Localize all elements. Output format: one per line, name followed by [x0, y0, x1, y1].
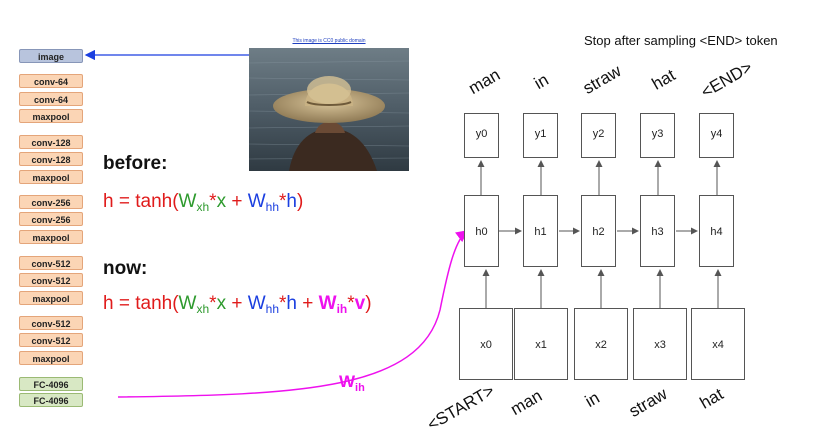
cnn-layer: conv-64 — [19, 92, 83, 106]
cnn-layer: maxpool — [19, 291, 83, 305]
fc-layer: FC-4096 — [19, 393, 83, 407]
cnn-image-box: image — [19, 49, 83, 63]
fc-layer: FC-4096 — [19, 377, 83, 391]
cnn-layer: conv-512 — [19, 273, 83, 287]
before-label: before: — [103, 153, 168, 174]
output-node: y0 — [464, 113, 499, 158]
cnn-layer: conv-64 — [19, 74, 83, 88]
cnn-layer: maxpool — [19, 170, 83, 184]
wih-label-sub: ih — [355, 382, 365, 394]
cnn-layer: conv-128 — [19, 152, 83, 166]
hidden-node: h0 — [464, 195, 499, 267]
output-node: y4 — [699, 113, 734, 158]
hidden-node: h3 — [640, 195, 675, 267]
photo-credit-link[interactable]: This image is CC0 public domain — [292, 38, 366, 44]
cnn-layer: maxpool — [19, 109, 83, 123]
cnn-layer: conv-128 — [19, 135, 83, 149]
wih-arrow — [117, 230, 469, 398]
output-node: y1 — [523, 113, 558, 158]
cnn-layer: maxpool — [19, 351, 83, 365]
now-label: now: — [103, 258, 148, 279]
hidden-node: h1 — [523, 195, 558, 267]
cnn-layer: conv-512 — [19, 333, 83, 347]
input-node: x0 — [459, 308, 513, 380]
before-equation: h = tanh(Wxh*x + Whh*h) — [103, 191, 304, 214]
output-node: y3 — [640, 113, 675, 158]
hat-photo — [249, 48, 409, 171]
output-node: y2 — [581, 113, 616, 158]
now-equation: h = tanh(Wxh*x + Whh*h + Wih*v) — [103, 293, 372, 316]
input-node: x4 — [691, 308, 745, 380]
cnn-layer: conv-256 — [19, 212, 83, 226]
rnn-arrows — [477, 160, 722, 308]
input-node: x1 — [514, 308, 568, 380]
input-node: x3 — [633, 308, 687, 380]
hidden-node: h4 — [699, 195, 734, 267]
diagram-title: Stop after sampling <END> token — [584, 33, 778, 48]
hidden-node: h2 — [581, 195, 616, 267]
input-node: x2 — [574, 308, 628, 380]
cnn-layer: conv-512 — [19, 256, 83, 270]
hat-photo-image — [249, 48, 409, 171]
cnn-layer: maxpool — [19, 230, 83, 244]
cnn-layer: conv-256 — [19, 195, 83, 209]
cnn-layer: conv-512 — [19, 316, 83, 330]
